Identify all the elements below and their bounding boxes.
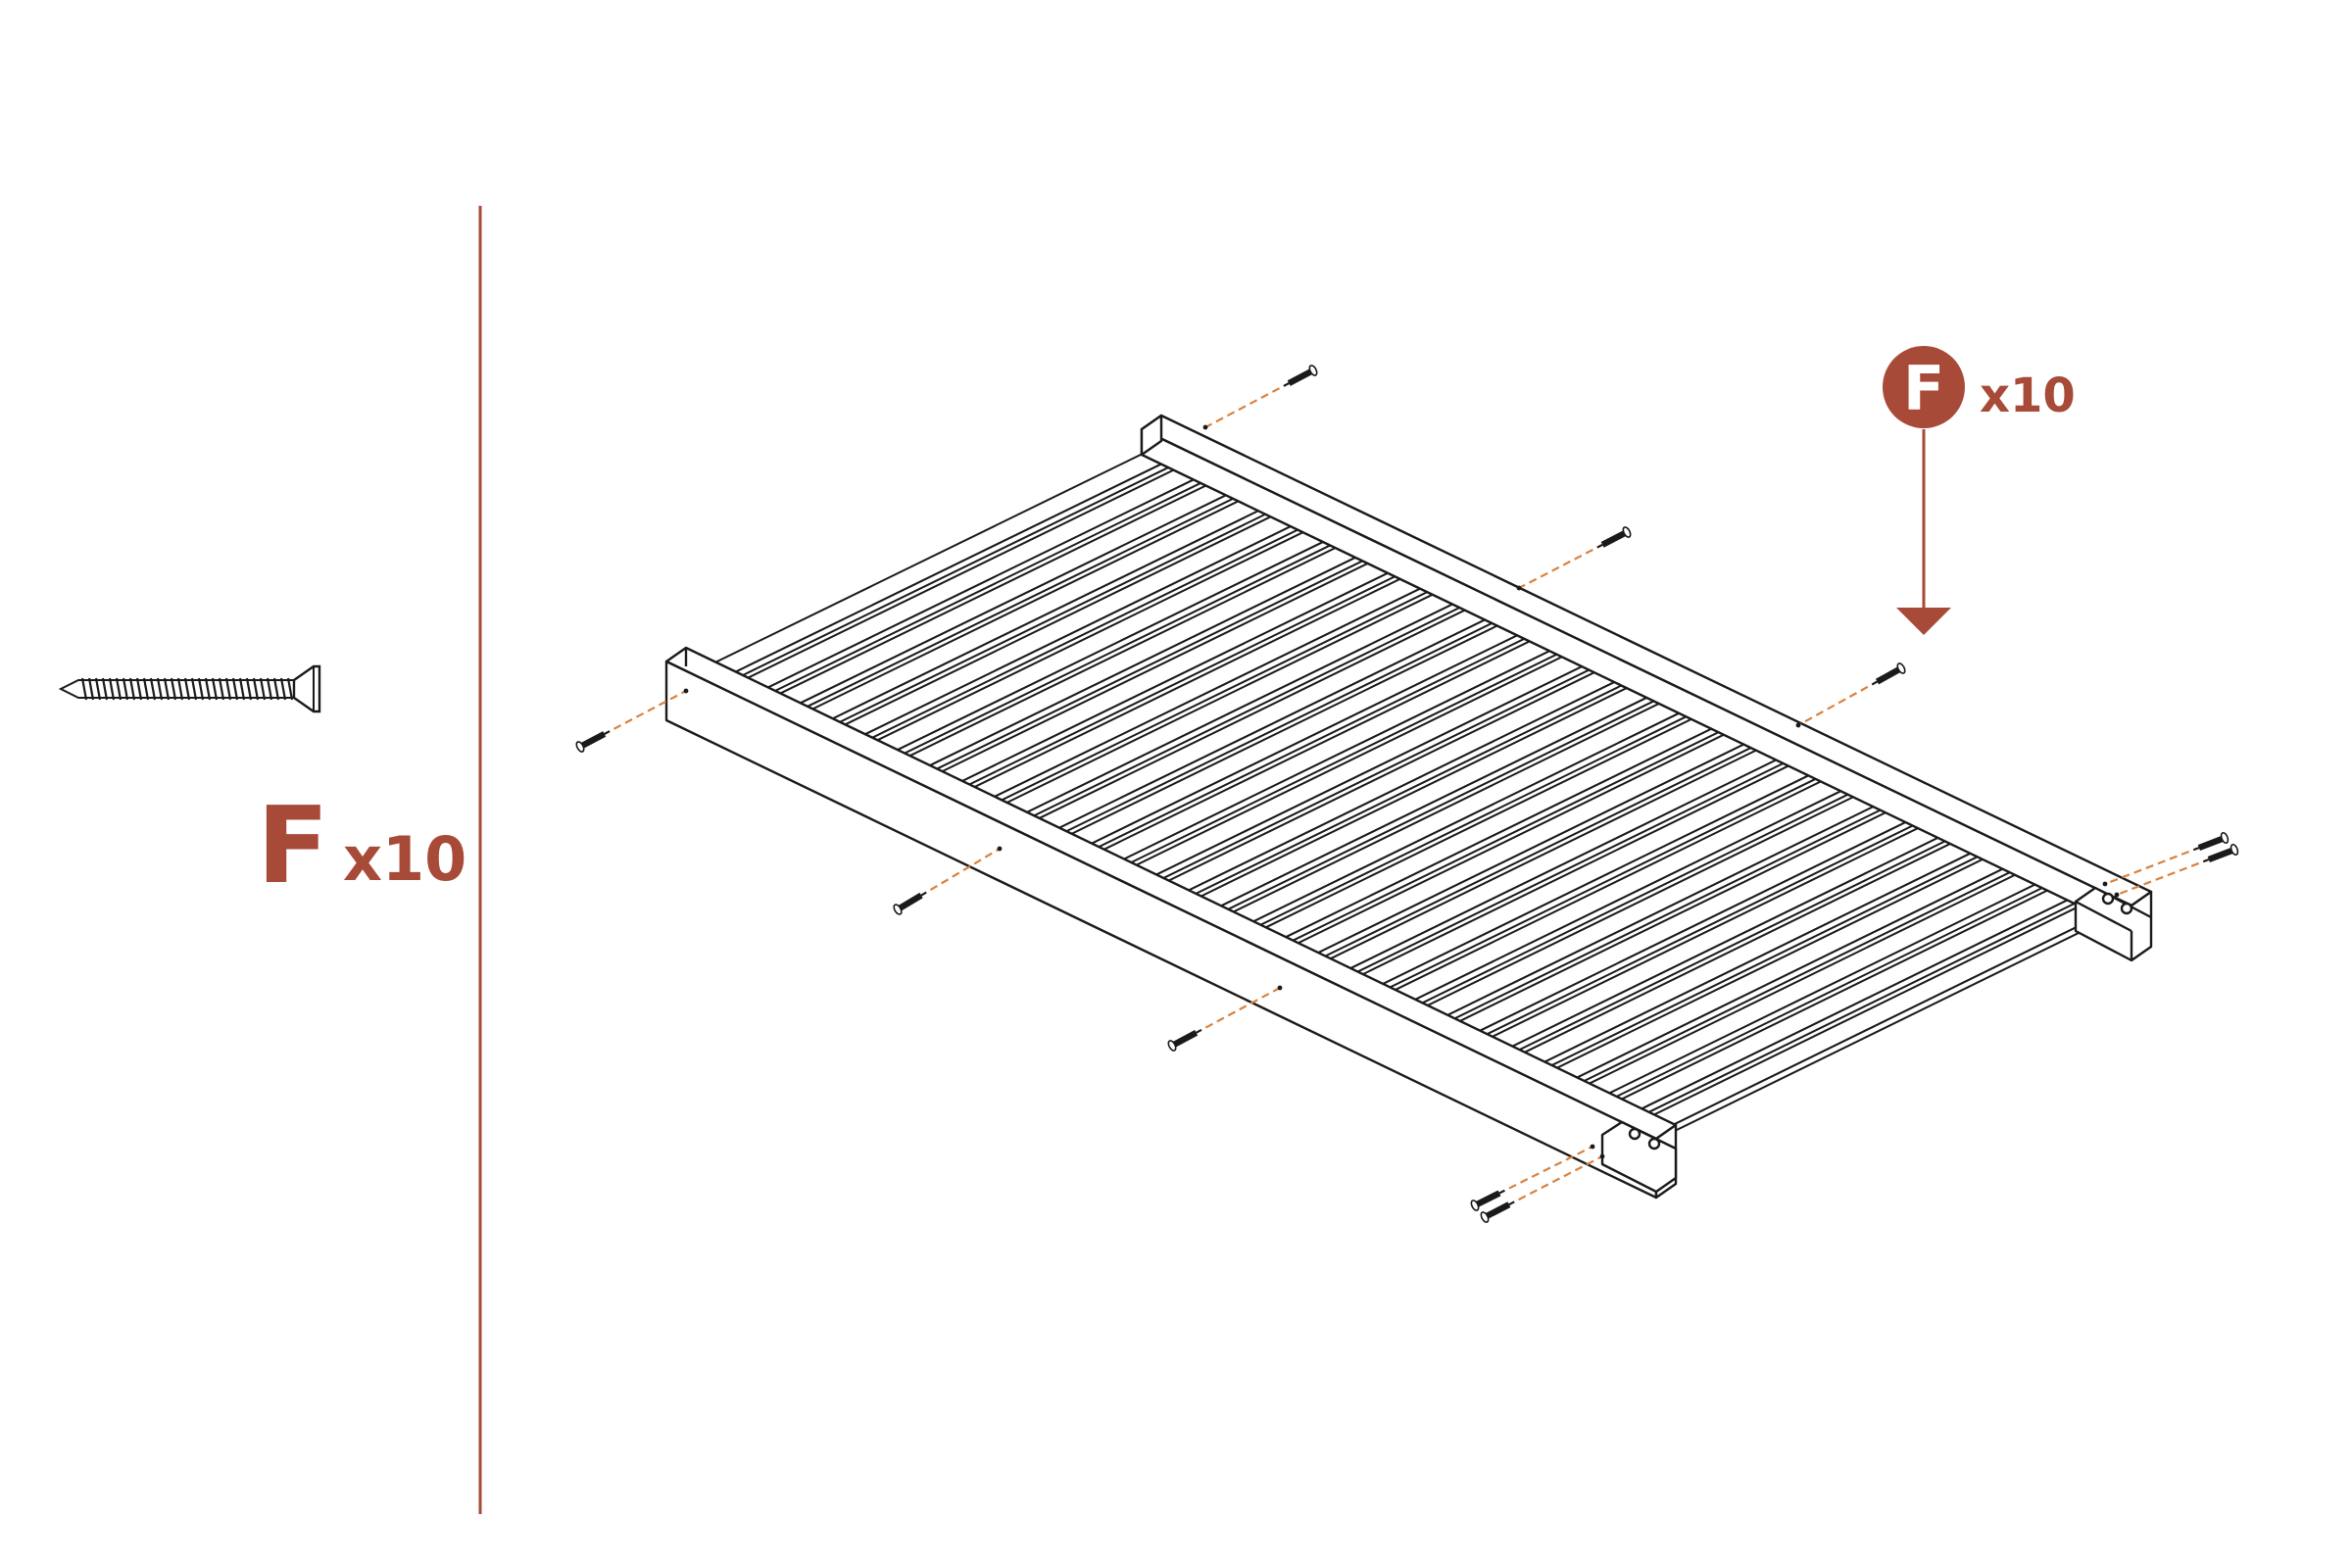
down-arrow-icon <box>1896 429 1951 635</box>
screw <box>2114 842 2240 898</box>
screw <box>1468 1144 1595 1213</box>
screw <box>1516 524 1634 591</box>
parts-panel: F x10 <box>58 664 466 907</box>
front-rail-end <box>1600 1120 1678 1194</box>
part-quantity: x10 <box>343 823 466 895</box>
part-letter: F <box>257 785 329 907</box>
step-badge: F x10 <box>1883 346 2076 635</box>
screw <box>573 688 689 755</box>
screw <box>1165 985 1283 1054</box>
back-rail-end <box>2074 886 2153 962</box>
screw <box>1795 661 1908 728</box>
screws <box>573 363 2240 1225</box>
screw <box>891 846 1003 917</box>
badge-quantity: x10 <box>1980 368 2076 423</box>
badge-letter: F <box>1903 353 1944 424</box>
screw <box>1478 1153 1605 1225</box>
bed-frame <box>664 414 2153 1200</box>
screw <box>1202 363 1320 430</box>
slats <box>706 442 2122 1137</box>
screw <box>2102 830 2230 887</box>
part-badge-circle <box>1883 346 1965 428</box>
screw-icon <box>58 664 321 713</box>
